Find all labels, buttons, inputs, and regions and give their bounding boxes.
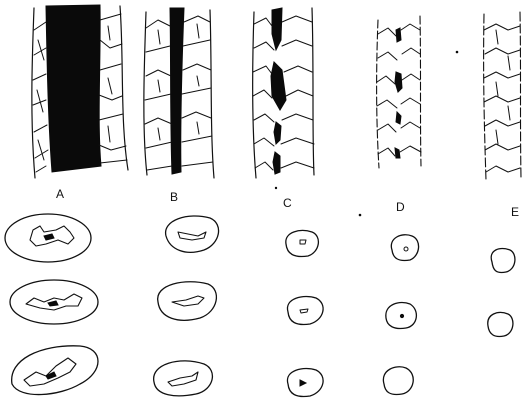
longitudinal-view-e <box>484 12 521 180</box>
cross-section-b-3 <box>154 361 213 396</box>
cross-section-b-1 <box>166 216 219 252</box>
longitudinal-view-b <box>144 8 214 178</box>
cross-section-a-1 <box>5 214 91 262</box>
longitudinal-view-d <box>377 16 421 168</box>
cross-section-d-1 <box>391 235 418 261</box>
cross-section-d-3 <box>383 367 413 395</box>
cross-section-e-1 <box>491 249 515 273</box>
cross-section-e-2 <box>488 313 513 337</box>
longitudinal-view-a <box>32 5 128 178</box>
cross-section-c-3 <box>287 369 323 397</box>
cross-section-c-2 <box>287 297 323 325</box>
cross-section-a-2 <box>10 280 98 324</box>
longitudinal-view-c <box>253 8 314 178</box>
cross-section-d-2 <box>386 303 417 329</box>
cross-section-a-3 <box>12 346 98 395</box>
cross-section-b-2 <box>158 282 217 321</box>
cross-section-c-1 <box>286 231 319 257</box>
